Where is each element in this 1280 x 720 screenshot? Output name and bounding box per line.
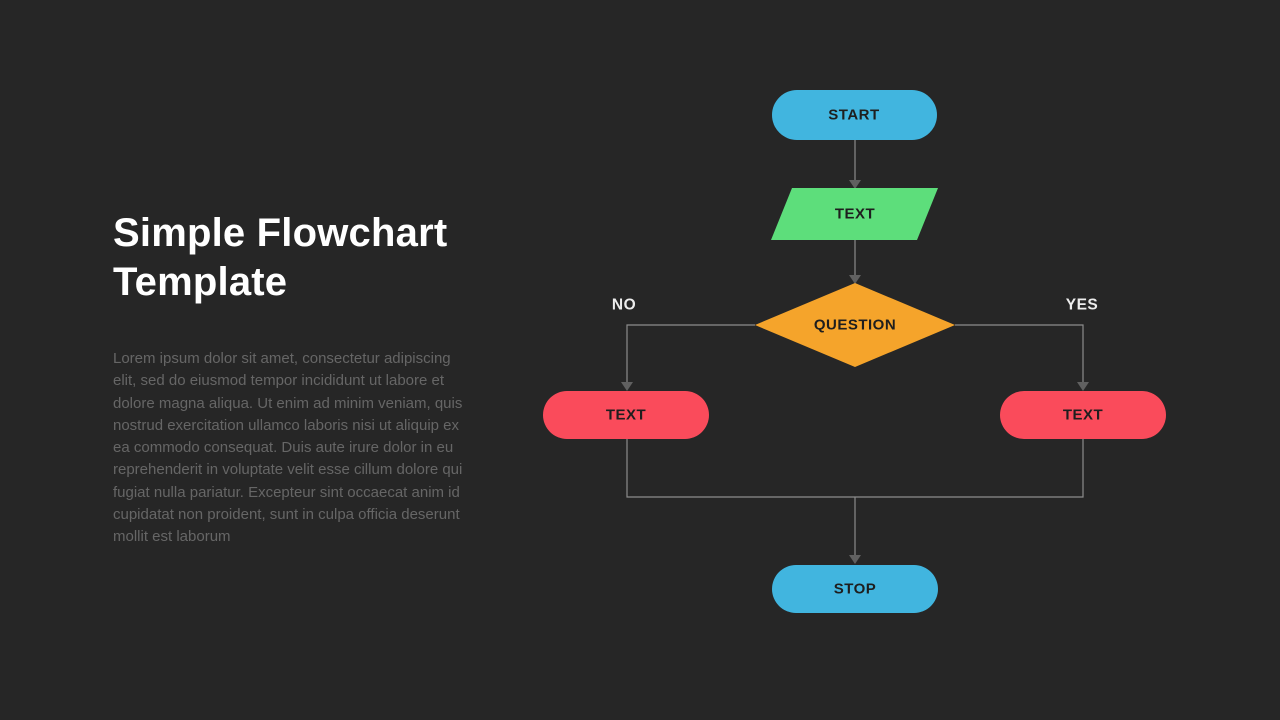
decision-node-label: QUESTION: [814, 317, 896, 334]
yes-branch-node: TEXT: [1000, 391, 1166, 439]
start-node-label: START: [828, 107, 879, 124]
decision-node: QUESTION: [755, 283, 955, 367]
input-node-shape: [771, 188, 938, 240]
arrowhead-into-stop: [849, 555, 861, 564]
flowchart-arrowheads: [621, 180, 1089, 564]
arrowhead-into-yes-branch: [1077, 382, 1089, 391]
yes-branch-label: YES: [1066, 297, 1099, 314]
no-branch-node-label: TEXT: [606, 407, 646, 424]
decision-node-shape: [755, 283, 955, 367]
flowchart-connectors: [626, 140, 1084, 556]
connector-branches-join: [626, 439, 1084, 498]
slide-title: Simple Flowchart Template: [113, 210, 448, 304]
arrowhead-into-decision: [849, 275, 861, 284]
no-branch-node: TEXT: [543, 391, 709, 439]
stop-node: STOP: [772, 565, 938, 613]
input-node-label: TEXT: [835, 206, 875, 223]
start-node: START: [772, 90, 937, 140]
arrowhead-into-no-branch: [621, 382, 633, 391]
no-branch-node-shape: [543, 391, 709, 439]
yes-branch-node-label: TEXT: [1063, 407, 1103, 424]
stop-node-shape: [772, 565, 938, 613]
no-branch-label: NO: [612, 297, 636, 314]
yes-branch-node-shape: [1000, 391, 1166, 439]
stop-node-label: STOP: [834, 581, 877, 598]
connector-decision-to-yes: [955, 324, 1084, 383]
input-node: TEXT: [771, 188, 938, 240]
connector-decision-to-no: [626, 324, 755, 383]
start-node-shape: [772, 90, 937, 140]
arrowhead-into-input: [849, 180, 861, 189]
slide-body-text: Lorem ipsum dolor sit amet, consectetur …: [113, 350, 463, 546]
